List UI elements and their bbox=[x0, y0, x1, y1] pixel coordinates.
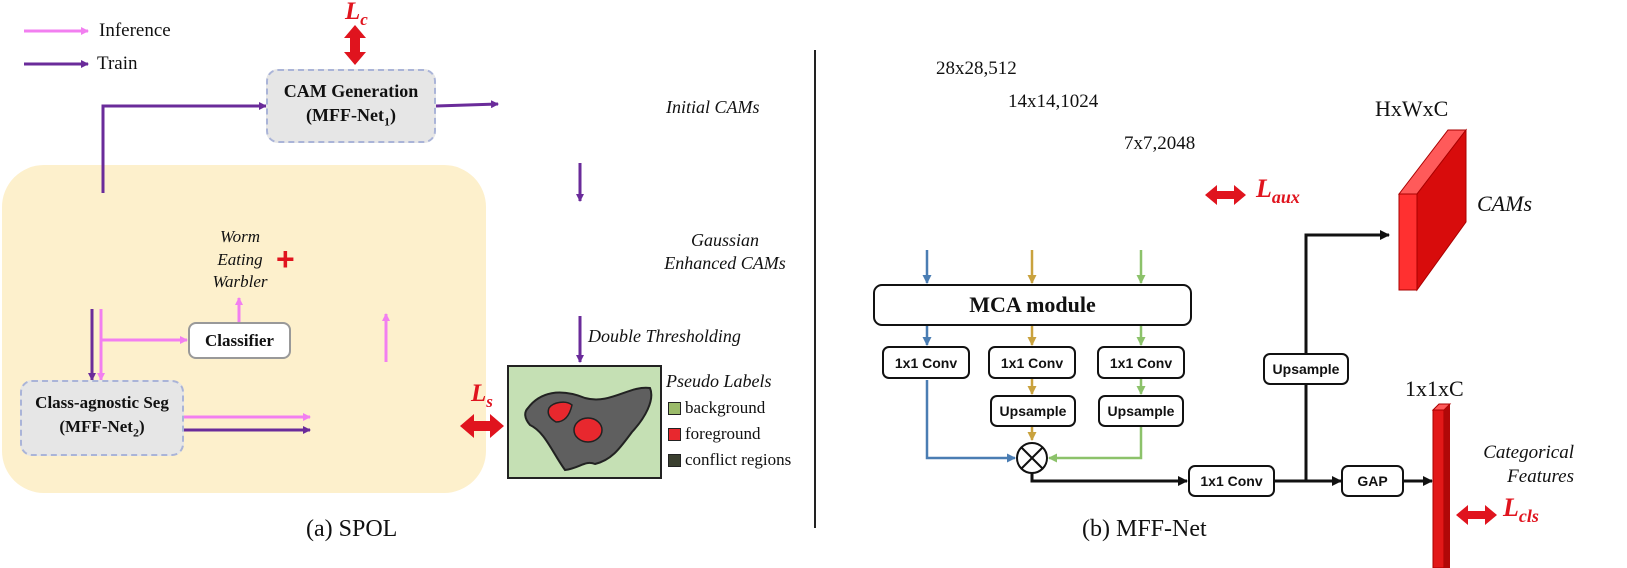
loss-s-label: Ls bbox=[471, 380, 493, 411]
conflict-swatch bbox=[668, 454, 681, 467]
conv1-to-multiply-arrow bbox=[925, 380, 1016, 463]
background-swatch bbox=[668, 402, 681, 415]
categorical-bar bbox=[1432, 409, 1445, 568]
gaussian-cams-label: Gaussian Enhanced CAMs bbox=[664, 230, 786, 273]
foreground-label: foreground bbox=[685, 424, 761, 443]
conv2-box[interactable]: 1x1 Conv bbox=[988, 346, 1076, 379]
mff-caption: (b) MFF-Net bbox=[1082, 516, 1207, 542]
conv-to-cams-arrow bbox=[1304, 230, 1390, 481]
loss-cls-label: Lcls bbox=[1503, 493, 1539, 527]
loss-cls-double-arrow bbox=[1456, 505, 1497, 525]
loss-c-double-arrow bbox=[344, 25, 366, 65]
initial-cams-label: Initial CAMs bbox=[666, 97, 760, 117]
cam-generation-model: (MFF-Net1) bbox=[306, 104, 396, 129]
feature-size-3: 7x7,2048 bbox=[1124, 133, 1196, 154]
legend-inference-label: Inference bbox=[99, 20, 171, 41]
spol-caption: (a) SPOL bbox=[306, 516, 398, 542]
conv3-label: 1x1 Conv bbox=[1109, 354, 1173, 371]
plus-icon: + bbox=[276, 241, 295, 277]
foreground-body bbox=[573, 417, 603, 443]
conv-out-box[interactable]: 1x1 Conv bbox=[1188, 465, 1275, 497]
conflict-label: conflict regions bbox=[685, 450, 792, 469]
train-arrow-to-cam bbox=[101, 102, 267, 193]
loss-c-label: Lc bbox=[345, 0, 368, 29]
one-one-c-label: 1x1xC bbox=[1405, 376, 1464, 401]
predicted-class-label: Worm Eating Warbler bbox=[212, 227, 268, 291]
upsample-top-label: Upsample bbox=[1272, 361, 1340, 377]
upsample3-to-multiply-arrow bbox=[1048, 427, 1143, 463]
conv3-box[interactable]: 1x1 Conv bbox=[1097, 346, 1185, 379]
pseudo-labels-label: Pseudo Labels bbox=[666, 371, 772, 391]
gap-box[interactable]: GAP bbox=[1341, 465, 1404, 497]
classifier-box[interactable]: Classifier bbox=[188, 322, 291, 359]
mca-module-label: MCA module bbox=[969, 292, 1096, 317]
class-agnostic-seg-box[interactable]: Class-agnostic Seg (MFF-Net2) bbox=[20, 380, 184, 456]
cams-label: CAMs bbox=[1477, 191, 1532, 216]
loss-aux-label: Laux bbox=[1256, 174, 1300, 208]
background-label: background bbox=[685, 398, 766, 417]
conv2-label: 1x1 Conv bbox=[1000, 354, 1064, 371]
hwc-label: HxWxC bbox=[1375, 96, 1449, 121]
categorical-bar-side bbox=[1444, 404, 1450, 568]
loss-s-double-arrow bbox=[460, 414, 504, 438]
cam-output-arrow bbox=[435, 100, 499, 109]
legend-train-label: Train bbox=[97, 53, 138, 74]
foreground-head bbox=[547, 401, 573, 423]
upsample2-box[interactable]: Upsample bbox=[990, 395, 1076, 427]
mca-module-box[interactable]: MCA module bbox=[873, 284, 1192, 326]
loss-aux-double-arrow bbox=[1205, 185, 1246, 205]
conv1-box[interactable]: 1x1 Conv bbox=[882, 346, 970, 379]
seg-title: Class-agnostic Seg bbox=[35, 393, 169, 413]
upsample2-label: Upsample bbox=[999, 403, 1067, 419]
upsample-top-box[interactable]: Upsample bbox=[1263, 353, 1349, 385]
gap-label: GAP bbox=[1357, 473, 1388, 489]
feature-size-1: 28x28,512 bbox=[936, 58, 1017, 79]
conv1-label: 1x1 Conv bbox=[894, 354, 958, 371]
upsample3-box[interactable]: Upsample bbox=[1098, 395, 1184, 427]
foreground-swatch bbox=[668, 428, 681, 441]
cam-generation-box[interactable]: CAM Generation (MFF-Net1) bbox=[266, 69, 436, 143]
feature-size-2: 14x14,1024 bbox=[1008, 91, 1099, 112]
upsample3-label: Upsample bbox=[1107, 403, 1175, 419]
conv-out-label: 1x1 Conv bbox=[1200, 473, 1263, 489]
double-thresholding-label: Double Thresholding bbox=[588, 326, 741, 346]
cams-volume-front bbox=[1398, 193, 1418, 291]
multiply-to-conv-arrow bbox=[1030, 473, 1188, 486]
seg-model: (MFF-Net2) bbox=[59, 417, 145, 440]
multiply-node-cross-b bbox=[1020, 446, 1044, 470]
categorical-features-label: Categorical Features bbox=[1483, 442, 1574, 487]
classifier-label: Classifier bbox=[205, 330, 274, 350]
cam-generation-title: CAM Generation bbox=[283, 80, 419, 101]
